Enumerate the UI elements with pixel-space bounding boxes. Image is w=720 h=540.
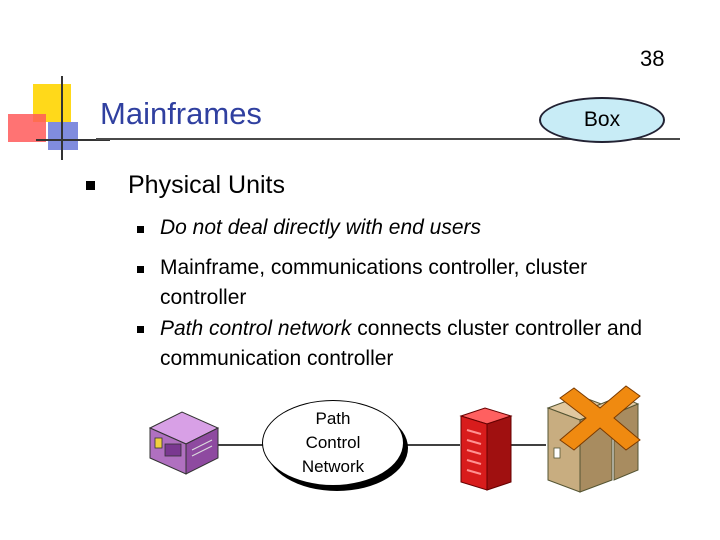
bullet-item: Do not deal directly with end users — [160, 216, 481, 239]
bullet-marker — [86, 181, 95, 190]
page-title: Mainframes — [100, 96, 262, 131]
bullet-item-rest: connects cluster controller and communic… — [160, 317, 643, 370]
bullet-marker — [137, 266, 144, 273]
cloud-label-line: Control — [305, 433, 361, 452]
bullet-marker — [137, 326, 144, 333]
path-control-network-cloud: Path Control Network — [262, 400, 404, 486]
cluster-controller-icon — [148, 411, 220, 475]
mainframe-icon — [546, 385, 641, 493]
box-badge: Box — [539, 97, 665, 143]
bullet-level1: Physical Units — [128, 171, 285, 199]
communications-controller-icon — [459, 407, 513, 491]
bullet-item: Mainframe, communications controller, cl… — [160, 256, 588, 309]
title-divider — [96, 138, 680, 140]
bullet-item: Path control network connects cluster co… — [160, 314, 680, 374]
bullet-item-italic: Path control network — [160, 317, 352, 340]
bullet-marker — [137, 226, 144, 233]
cloud-label-line: Network — [301, 457, 365, 476]
slide-logo-decoration — [8, 76, 110, 160]
page-number: 38 — [640, 46, 665, 71]
cloud-label-line: Path — [315, 409, 351, 428]
